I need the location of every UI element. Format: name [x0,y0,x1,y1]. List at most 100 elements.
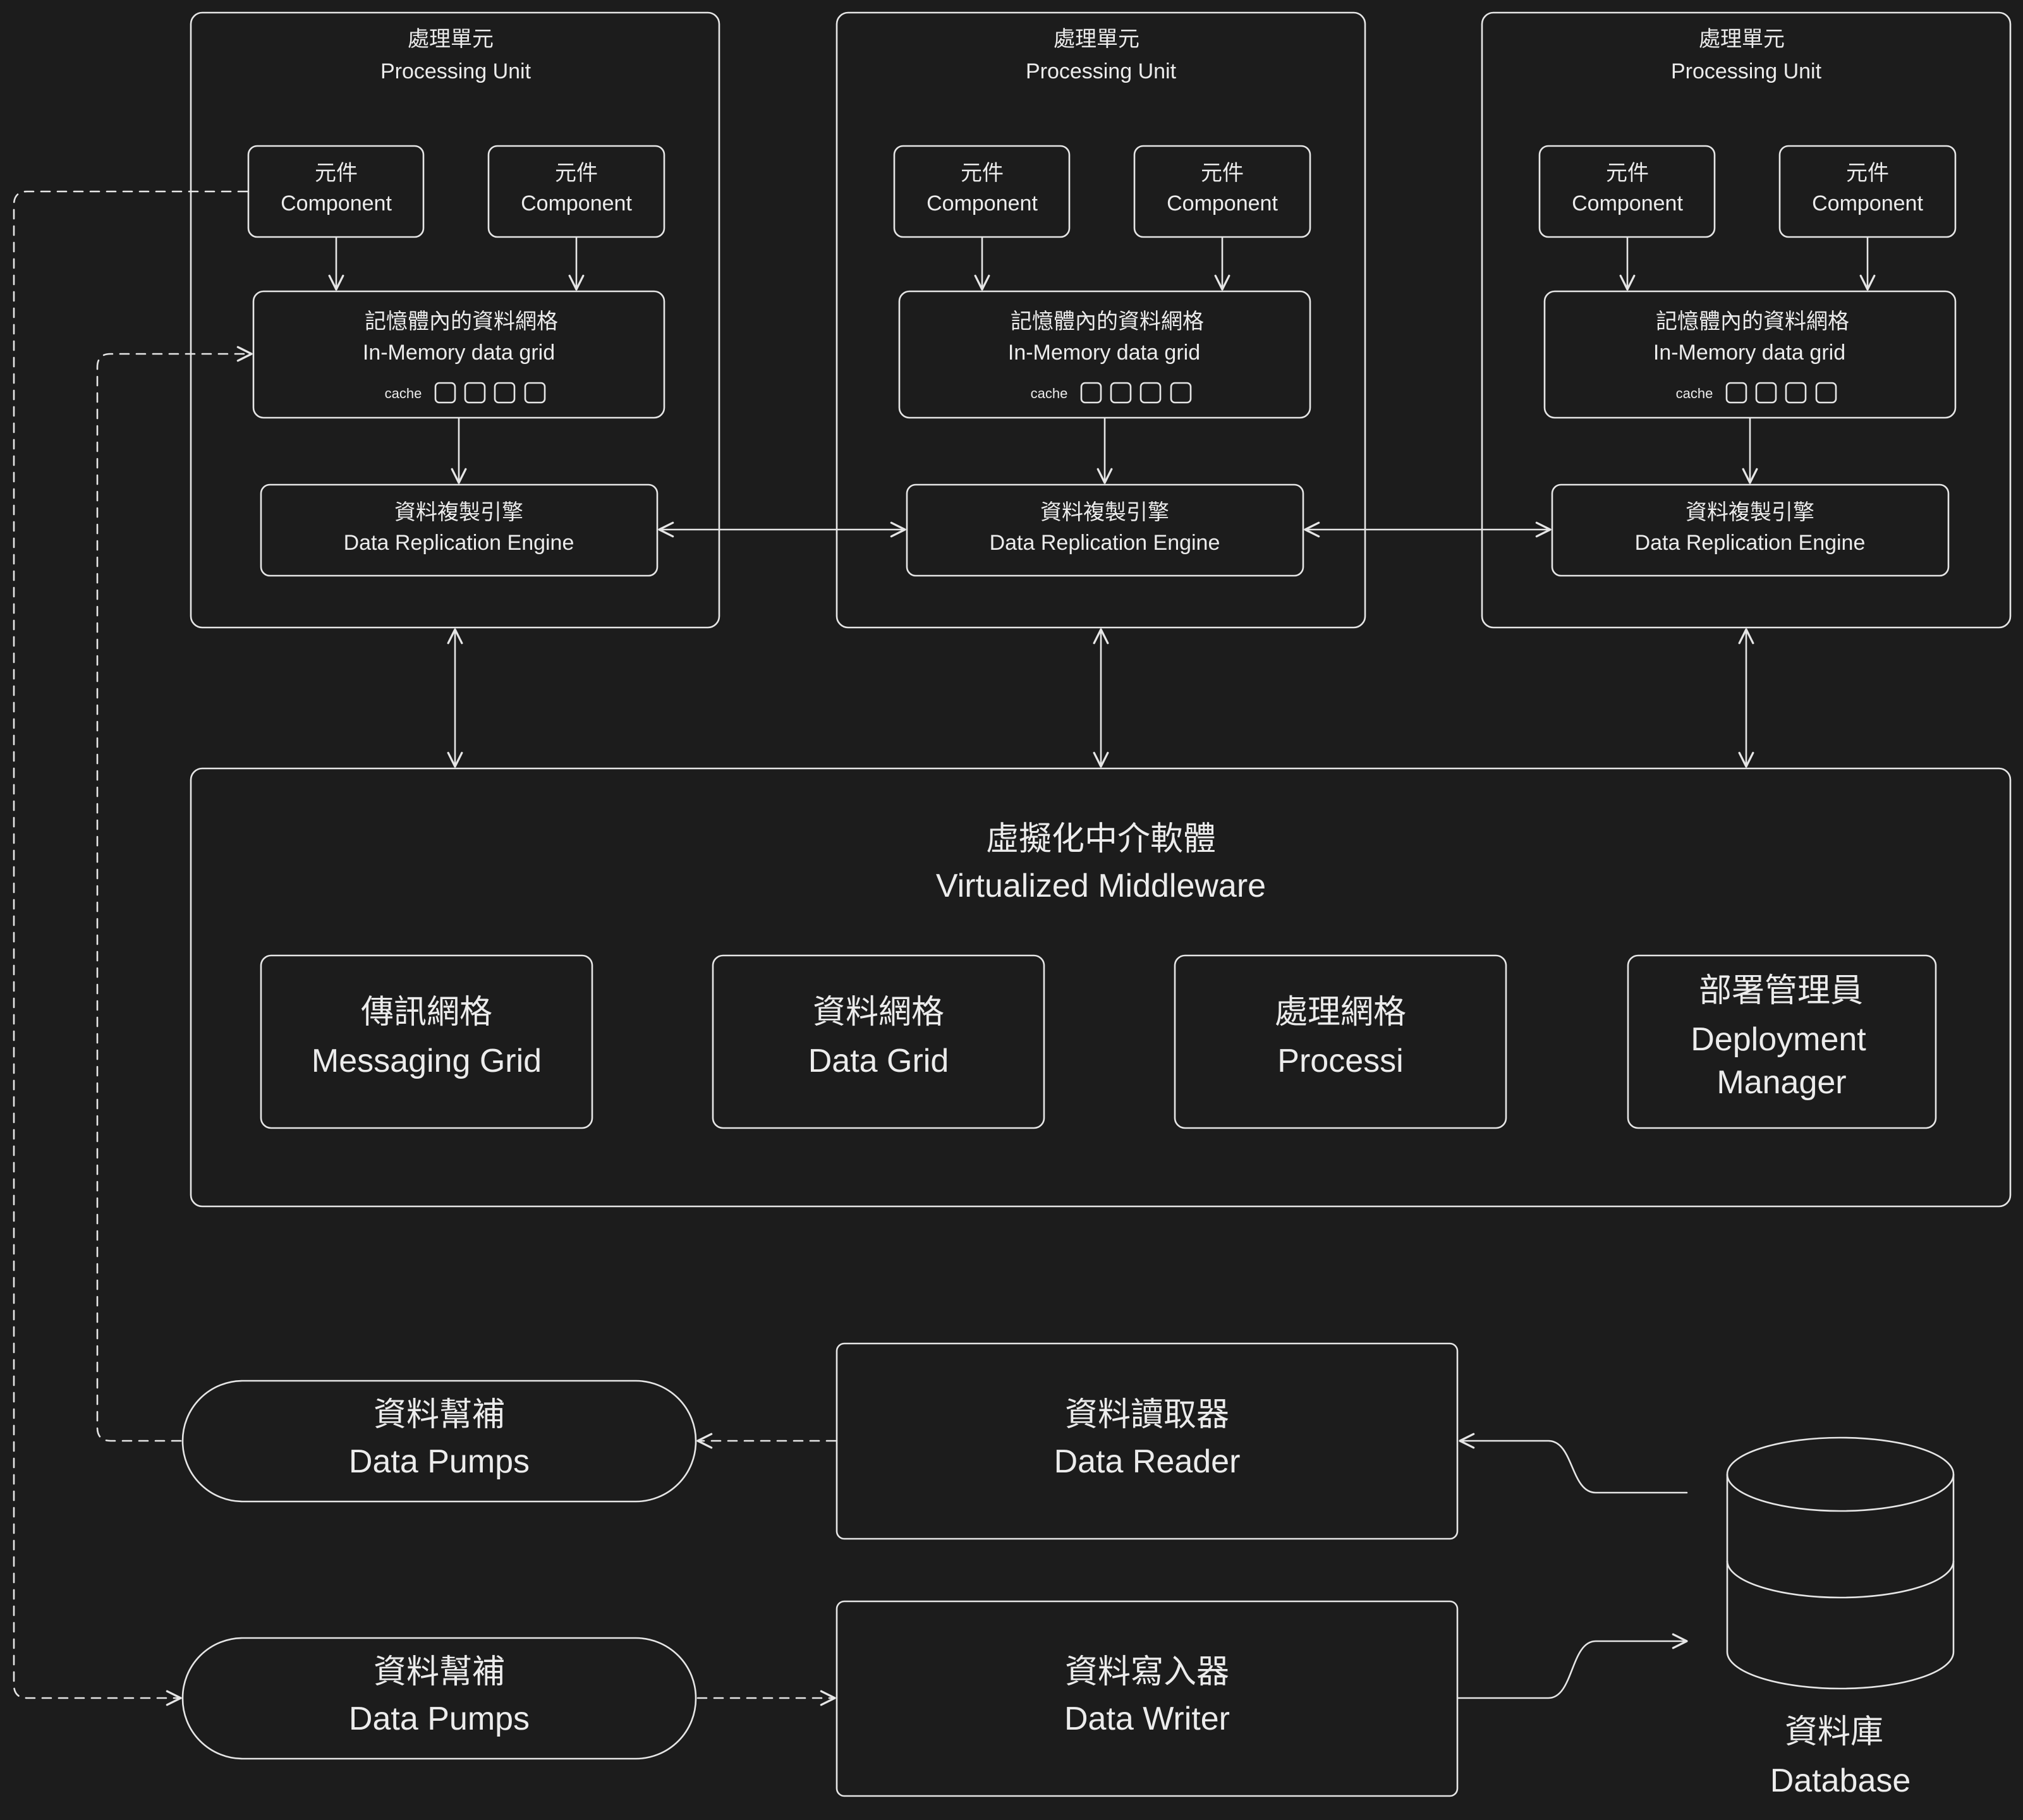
component-2b: 元件 Component [1133,145,1311,238]
replication-engine-box [260,483,659,577]
cache-slot [524,382,546,404]
in-memory-data-grid: 記憶體內的資料網格 In-Memory data grid cache [898,290,1311,419]
data-pumps-2: 資料幫補 Data Pumps [181,1637,697,1760]
middleware-frame [190,767,2012,1208]
component-2a: 元件 Component [893,145,1071,238]
database: 資料庫 Database [1726,1436,1955,1799]
replication-engine-label-zh: 資料複製引擎 [394,500,523,525]
component-3a: 元件 Component [1538,145,1716,238]
data-writer: 資料寫入器 Data Writer [835,1600,1459,1797]
data-pumps-label-en: Data Pumps [349,1701,530,1737]
arrow-writer-to-database [1457,1633,1688,1699]
processing-unit-2: 處理單元 Processing Unit 元件 Component 元件 Com… [835,11,1366,629]
component-1a: 元件 Component [247,145,425,238]
cache-slot [1785,382,1807,404]
processing-unit-1: 處理單元 Processing Unit 元件 Component 元件 Com… [190,11,720,629]
database-cylinder [1726,1436,1955,1690]
module-box [260,954,593,1129]
cache-slot [1755,382,1777,404]
data-pumps-1: 資料幫補 Data Pumps [181,1380,697,1503]
database-label-zh: 資料庫 [1785,1714,1883,1750]
processing-unit-frame [835,11,1366,629]
replication-engine-label-en: Data Replication Engine [1635,531,1866,555]
data-grid-label-en: In-Memory data grid [1653,341,1845,365]
module-label-en: Messaging Grid [312,1043,542,1079]
arrow-component-to-pumps [13,190,248,1706]
middleware-title-zh: 虛擬化中介軟體 [986,821,1216,858]
module-label-en: Deployment [1691,1021,1866,1058]
data-pumps-label-zh: 資料幫補 [374,1654,505,1690]
data-pumps-pill [181,1380,697,1503]
processing-unit-title-en: Processing Unit [1026,59,1177,83]
cache-slot [1110,382,1132,404]
component-label-en: Component [1812,191,1923,215]
cache-slot [1725,382,1747,404]
component-label-zh: 元件 [961,161,1004,185]
module-box [1174,954,1507,1129]
component-label-en: Component [281,191,392,215]
arrow-pumps-to-data-grid [96,346,253,1442]
deployment-manager: 部署管理員 Deployment Manager [1627,954,1937,1129]
processing-unit-title-en: Processing Unit [380,59,532,83]
data-reader-box [835,1342,1459,1540]
processing-unit-title-en: Processing Unit [1671,59,1822,83]
module-box [712,954,1045,1129]
processing-grid: 處理網格 Processi [1174,954,1507,1129]
data-grid-label-en: In-Memory data grid [1008,341,1200,365]
data-pumps-pill [181,1637,697,1760]
replication-engine-label-zh: 資料複製引擎 [1686,500,1814,525]
cache-slot [494,382,516,404]
component-label-en: Component [926,191,1038,215]
processing-unit-title-zh: 處理單元 [1054,27,1139,51]
module-label-en: Processi [1277,1043,1403,1079]
database-cylinder-band [1726,1560,1955,1599]
module-label-zh: 傳訊網格 [361,994,492,1031]
data-replication-engine: 資料複製引擎 Data Replication Engine [1551,483,1950,577]
processing-unit-frame [190,11,720,629]
middleware-title-en: Virtualized Middleware [936,868,1266,904]
data-grid-label-zh: 記憶體內的資料網格 [1656,310,1849,334]
replication-engine-label-zh: 資料複製引擎 [1040,500,1169,525]
data-writer-label-zh: 資料寫入器 [1065,1654,1229,1690]
component-label-en: Component [1572,191,1683,215]
cache-label: cache [1676,385,1713,401]
data-writer-label-en: Data Writer [1064,1701,1230,1737]
cache-label: cache [1031,385,1068,401]
data-grid-label-zh: 記憶體內的資料網格 [365,310,558,334]
component-1b: 元件 Component [487,145,665,238]
in-memory-data-grid: 記憶體內的資料網格 In-Memory data grid cache [252,290,665,419]
module-label-en-line2: Manager [1716,1064,1846,1101]
virtualized-middleware: 虛擬化中介軟體 Virtualized Middleware 傳訊網格 Mess… [190,767,2012,1208]
module-label-zh: 部署管理員 [1699,973,1863,1009]
component-3b: 元件 Component [1778,145,1957,238]
arrow-database-to-reader [1459,1433,1688,1494]
module-label-en: Data Grid [808,1043,949,1079]
messaging-grid: 傳訊網格 Messaging Grid [260,954,593,1129]
replication-engine-label-en: Data Replication Engine [990,531,1220,555]
component-label-en: Component [521,191,632,215]
replication-engine-box [906,483,1304,577]
processing-unit-title-zh: 處理單元 [408,27,494,51]
data-reader-label-en: Data Reader [1054,1443,1241,1480]
data-replication-engine: 資料複製引擎 Data Replication Engine [260,483,659,577]
data-grid-module: 資料網格 Data Grid [712,954,1045,1129]
replication-engine-label-en: Data Replication Engine [344,531,574,555]
data-pumps-label-en: Data Pumps [349,1443,530,1480]
in-memory-data-grid: 記憶體內的資料網格 In-Memory data grid cache [1543,290,1957,419]
data-writer-box [835,1600,1459,1797]
data-reader: 資料讀取器 Data Reader [835,1342,1459,1540]
database-label-en: Database [1770,1762,1911,1799]
cache-label: cache [385,385,422,401]
cache-slot [1170,382,1192,404]
processing-unit-frame [1481,11,2012,629]
data-reader-label-zh: 資料讀取器 [1065,1397,1229,1433]
replication-engine-box [1551,483,1950,577]
component-label-en: Component [1167,191,1278,215]
cache-slot [1139,382,1162,404]
cache-slot [1815,382,1837,404]
component-label-zh: 元件 [315,161,358,185]
processing-unit-3: 處理單元 Processing Unit 元件 Component 元件 Com… [1481,11,2012,629]
module-box [1627,954,1937,1129]
cache-slot [434,382,456,404]
